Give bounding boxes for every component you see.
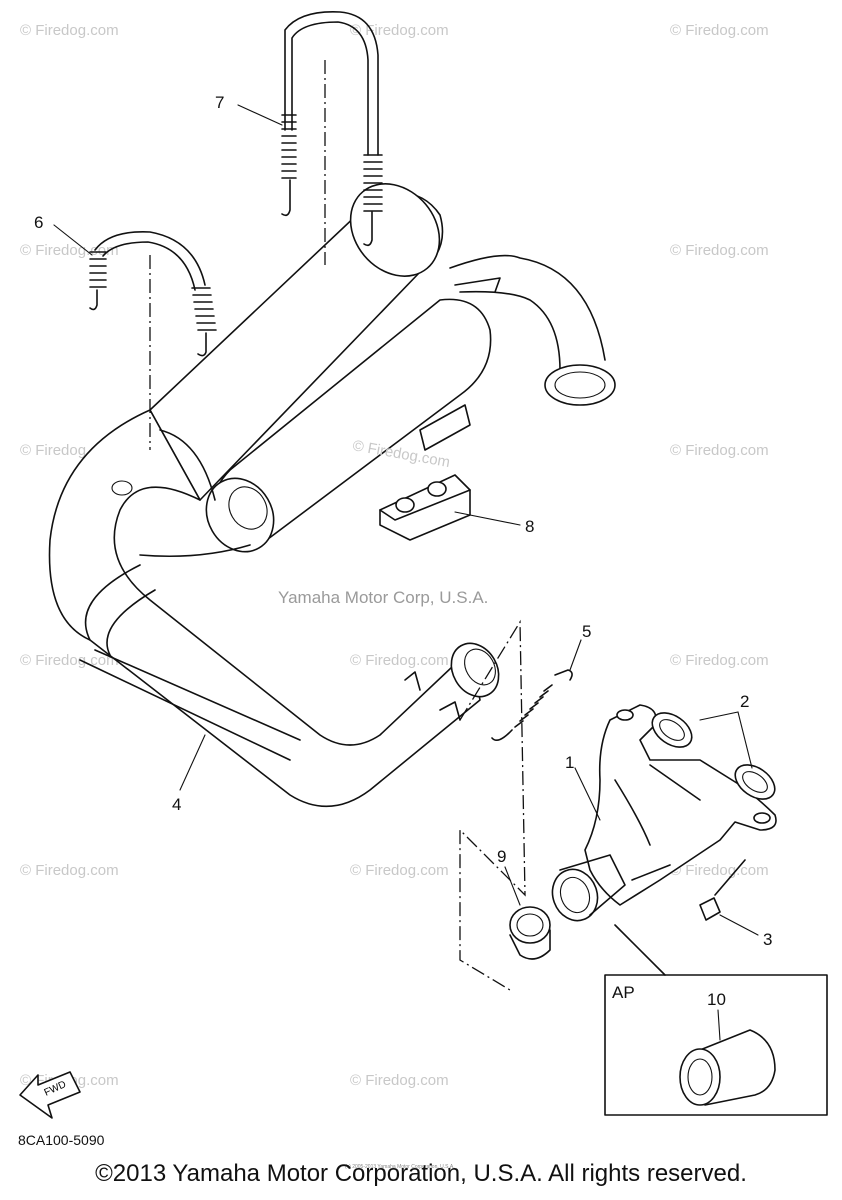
part-code: 8CA100-5090 — [18, 1132, 105, 1148]
watermark: © Firedog.com — [350, 862, 449, 879]
fwd-arrow: FWD — [19, 1071, 81, 1119]
spring-5 — [491, 669, 573, 741]
coil — [281, 114, 383, 212]
muffler-4 — [48, 183, 616, 808]
ap-detail-box: AP — [604, 924, 828, 1116]
fine-print: (c) 2005-2013 Yamaha Motor Corporation, … — [345, 1164, 455, 1170]
bolt-3 — [699, 859, 746, 921]
watermark: © Firedog.com — [20, 862, 119, 879]
spring-7 — [281, 11, 383, 247]
watermark-grid: © Firedog.com © Firedog.com © Firedog.co… — [20, 22, 769, 1089]
ap-frame — [604, 974, 828, 1116]
ap-label: AP — [612, 983, 635, 1002]
watermark: © Firedog.com — [350, 1072, 449, 1089]
callout-9: 9 — [497, 847, 506, 866]
leader-lines — [53, 104, 759, 1041]
joint-9 — [509, 854, 626, 960]
center-watermark: Yamaha Motor Corp, U.S.A. — [278, 588, 488, 607]
copyright-notice: ©2013 Yamaha Motor Corporation, U.S.A. A… — [95, 1160, 747, 1187]
watermark: © Firedog.com — [670, 242, 769, 259]
callout-4: 4 — [172, 795, 181, 814]
callout-5: 5 — [582, 622, 591, 641]
callout-6: 6 — [34, 213, 43, 232]
watermark: © Firedog.com — [20, 242, 119, 259]
watermark: © Firedog.com — [670, 442, 769, 459]
watermark: © Firedog.com — [670, 862, 769, 879]
callout-8: 8 — [525, 517, 534, 536]
exhaust-pipe-1 — [584, 704, 777, 906]
gasket-2 — [651, 712, 776, 800]
joint-10 — [679, 1029, 776, 1106]
watermark: © Firedog.com — [350, 22, 449, 39]
watermark: © Firedog.com — [350, 652, 449, 669]
center-line — [459, 619, 526, 991]
spring-6 — [89, 231, 217, 357]
callout-10: 10 — [707, 990, 726, 1009]
watermark: © Firedog.com — [20, 22, 119, 39]
callout-3: 3 — [763, 930, 772, 949]
watermark: © Firedog.com — [670, 22, 769, 39]
watermark: © Firedog.com — [20, 652, 119, 669]
callout-1: 1 — [565, 753, 574, 772]
watermark: © Firedog.com — [670, 652, 769, 669]
callout-2: 2 — [740, 692, 749, 711]
callout-7: 7 — [215, 93, 224, 112]
